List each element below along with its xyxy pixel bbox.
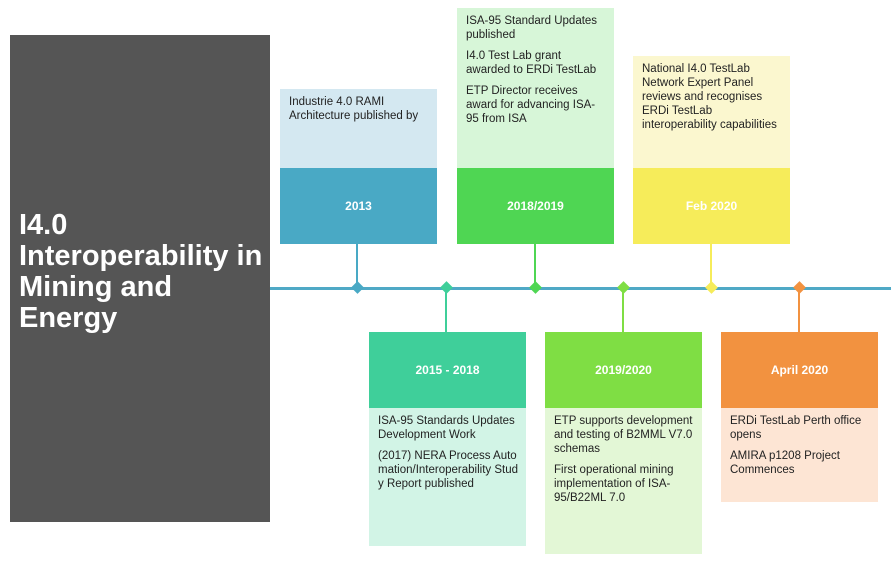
timeline-stem	[534, 244, 536, 288]
milestone-text: ETP Director receives award for advancin…	[466, 85, 596, 125]
timeline-axis	[270, 287, 891, 290]
milestone-text: ISA-95 Standard Updates published	[466, 15, 598, 41]
milestone-text-box: National I4.0 TestLab Network Expert Pan…	[633, 56, 790, 168]
milestone-date-label: 2015 - 2018	[369, 332, 526, 408]
title-panel: I4.0 Interoperability in Mining and Ener…	[10, 35, 270, 522]
milestone-date-label: 2013	[280, 168, 437, 244]
milestone-text-box: ETP supports development and testing of …	[545, 408, 702, 554]
timeline-marker	[793, 281, 806, 294]
milestone-text: AMIRA p1208 Project Commences	[730, 450, 840, 476]
milestone-text: Industrie 4.0 RAMI Architecture publishe…	[289, 96, 419, 122]
timeline-stem	[356, 244, 358, 288]
timeline-stem	[710, 244, 712, 288]
milestone-text: ERDi TestLab Perth office opens	[730, 415, 862, 441]
milestone-text-box: ISA-95 Standard Updates published I4.0 T…	[457, 8, 614, 168]
timeline-stem	[622, 288, 624, 332]
milestone-text-box: ERDi TestLab Perth office opens AMIRA p1…	[721, 408, 878, 502]
diagram-title: I4.0 Interoperability in Mining and Ener…	[19, 209, 263, 334]
milestone-date-label: 2018/2019	[457, 168, 614, 244]
timeline-stem	[445, 288, 447, 332]
milestone-date-label: April 2020	[721, 332, 878, 408]
timeline-marker	[351, 281, 364, 294]
timeline-marker	[440, 281, 453, 294]
milestone-text-box: ISA-95 Standards Updates Development Wor…	[369, 408, 526, 546]
timeline-stem	[798, 288, 800, 332]
milestone-text-box: Industrie 4.0 RAMI Architecture publishe…	[280, 89, 437, 168]
milestone-date-label: Feb 2020	[633, 168, 790, 244]
milestone-text: I4.0 Test Lab grant awarded to ERDi Test…	[466, 50, 597, 76]
milestone-text: (2017) NERA Process Automation/Interoper…	[378, 450, 518, 490]
timeline-marker	[617, 281, 630, 294]
milestone-text: National I4.0 TestLab Network Expert Pan…	[642, 63, 777, 131]
milestone-text: ETP supports development and testing of …	[554, 415, 693, 455]
milestone-date-label: 2019/2020	[545, 332, 702, 408]
timeline-marker	[529, 281, 542, 294]
milestone-text: First operational mining implementation …	[554, 464, 674, 504]
milestone-text: ISA-95 Standards Updates Development Wor…	[378, 415, 515, 441]
timeline-marker	[705, 281, 718, 294]
